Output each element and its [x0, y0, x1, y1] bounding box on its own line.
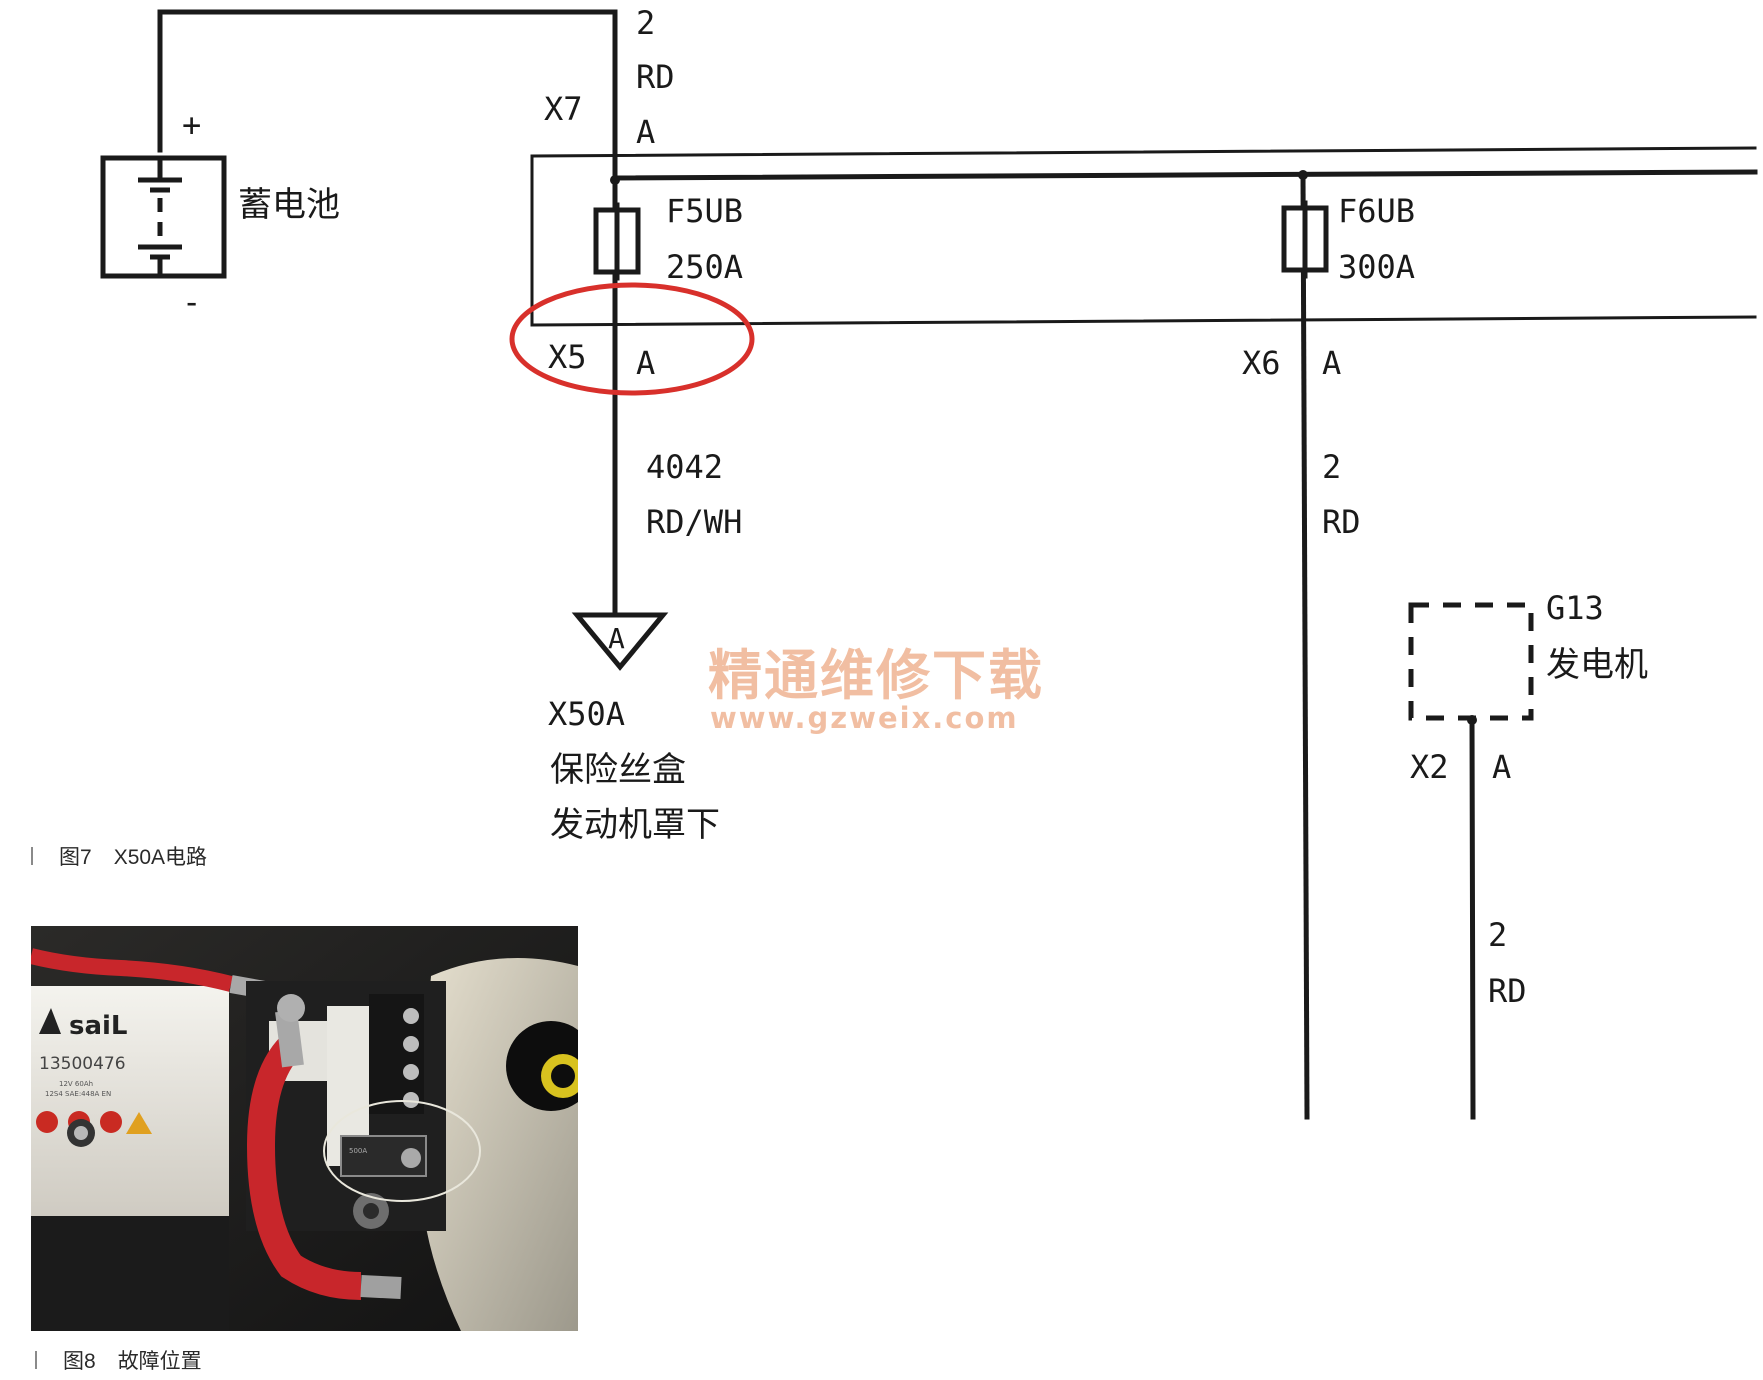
- figure-7-caption: 图7 X50A电路: [31, 841, 207, 871]
- junction-dot-f6ub: [1298, 170, 1308, 180]
- x7-pin-label: A: [636, 113, 655, 151]
- photo-fault-highlight: [323, 1100, 481, 1202]
- x5-connector-label: X5: [548, 338, 587, 376]
- caption-bar: [31, 847, 33, 865]
- x6-wire-color: RD: [1322, 503, 1361, 541]
- watermark-url: www.gzweix.com: [710, 701, 1019, 735]
- photo-fuse-label: 500A: [349, 1147, 367, 1155]
- x2-wire-color: RD: [1488, 972, 1527, 1010]
- photo-battery-spec1: 12V 60Ah: [59, 1080, 93, 1088]
- x6-pin-label: A: [1322, 344, 1341, 382]
- photo-battery-number: 13500476: [39, 1054, 126, 1074]
- fault-highlight-ellipse: [509, 282, 755, 396]
- photo-battery-brand: saiL: [69, 1011, 128, 1041]
- module-outline: [530, 146, 1757, 327]
- x2-wire-gauge: 2: [1488, 916, 1507, 954]
- x6-wire-gauge: 2: [1322, 448, 1341, 486]
- x2-branch-wire: [1469, 715, 1476, 1120]
- caption-bar: [35, 1351, 37, 1369]
- main-bus: [612, 169, 1758, 181]
- g13-label: G13: [1546, 589, 1604, 627]
- top-wire-color: RD: [636, 58, 675, 96]
- f6ub-rating: 300A: [1338, 248, 1415, 286]
- x2-pin-label: A: [1492, 748, 1511, 786]
- x5-pin-label: A: [636, 344, 655, 382]
- x50a-label: X50A: [548, 695, 625, 733]
- figure-8-title: 故障位置: [117, 1350, 202, 1373]
- watermark-title: 精通维修下载: [708, 643, 1044, 707]
- x50a-desc-fusebox: 保险丝盒: [550, 750, 686, 790]
- x2-connector-label: X2: [1410, 748, 1449, 786]
- f5ub-rating: 250A: [666, 248, 743, 286]
- x50a-desc-underhood: 发动机罩下: [550, 805, 720, 845]
- x50a-pin-label: A: [608, 622, 625, 655]
- x7-connector-label: X7: [544, 90, 583, 128]
- g13-desc: 发电机: [1546, 645, 1648, 685]
- battery-minus-sign: -: [182, 283, 201, 321]
- top-wire-gauge: 2: [636, 4, 655, 42]
- battery-positive-wire: [157, 9, 618, 181]
- battery-symbol: [100, 155, 227, 279]
- generator-g13-box: [1408, 602, 1534, 721]
- x6-connector-label: X6: [1242, 344, 1281, 382]
- ground-x50a: [571, 612, 669, 671]
- f6ub-branch-wire: [1300, 172, 1310, 1120]
- figure-8-caption: 图8 故障位置: [35, 1345, 202, 1375]
- battery-plus-sign: +: [182, 106, 201, 144]
- junction-dot-x7: [610, 175, 620, 185]
- battery-label: 蓄电池: [238, 185, 340, 225]
- figure-8-number: 图8: [63, 1350, 96, 1373]
- photo-battery-spec2: 12S4 SAE:448A EN: [45, 1090, 111, 1098]
- x5-wire-gauge: 4042: [646, 448, 723, 486]
- f6ub-label: F6UB: [1338, 192, 1415, 230]
- figure-7-number: 图7: [59, 846, 92, 869]
- x5-wire-color: RD/WH: [646, 503, 742, 541]
- fault-location-photo: saiL 13500476 12V 60Ah 12S4 SAE:448A EN …: [31, 926, 578, 1331]
- figure-7-title: X50A电路: [113, 846, 208, 869]
- f5ub-label: F5UB: [666, 192, 743, 230]
